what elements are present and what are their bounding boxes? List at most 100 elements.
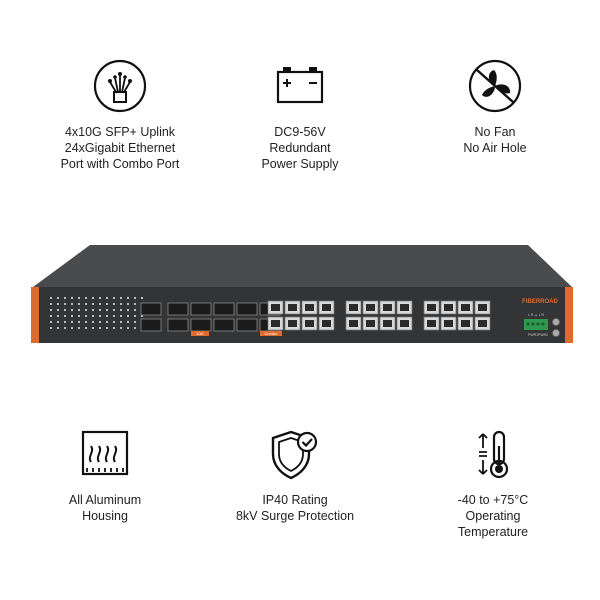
rj45-port-socket <box>288 320 297 327</box>
status-led <box>57 309 59 311</box>
rj45-port-socket <box>383 320 392 327</box>
sfp-port <box>167 302 189 316</box>
status-led <box>99 321 101 323</box>
status-led <box>99 297 101 299</box>
no-fan-icon <box>468 59 522 113</box>
feature-housing-caption: All Aluminum Housing <box>68 493 142 523</box>
switch-front-panel <box>31 287 573 343</box>
status-led <box>141 315 143 317</box>
sfp-port <box>236 318 258 332</box>
status-led <box>85 303 87 305</box>
status-led <box>113 309 115 311</box>
rj45-port-socket <box>349 304 358 311</box>
status-led <box>106 327 108 329</box>
status-led <box>92 297 94 299</box>
status-led <box>64 309 66 311</box>
sfp-port <box>190 318 212 332</box>
status-led <box>92 309 94 311</box>
industrial-switch-image: 10G Combo FIBERROAD L R ⏚ L R PWR1 PWR2 <box>31 245 573 343</box>
feature-power-caption: DC9-56V Redundant Power Supply <box>261 125 339 171</box>
status-led <box>113 321 115 323</box>
status-led <box>127 315 129 317</box>
status-led <box>141 297 143 299</box>
rj45-port-socket <box>478 304 487 311</box>
status-led <box>127 309 129 311</box>
sfp-port <box>167 318 189 332</box>
status-led <box>92 303 94 305</box>
status-led <box>50 321 52 323</box>
status-led <box>113 303 115 305</box>
status-led <box>78 303 80 305</box>
status-led <box>134 309 136 311</box>
status-led <box>134 321 136 323</box>
feature-fanless-caption: No Fan No Air Hole <box>463 125 527 155</box>
terminal-labels: L R ⏚ L R <box>528 312 545 317</box>
status-led <box>106 297 108 299</box>
status-led <box>50 309 52 311</box>
rj45-port-socket <box>288 304 297 311</box>
feature-temperature-caption: -40 to +75°C Operating Temperature <box>457 493 529 539</box>
status-led <box>106 309 108 311</box>
power-terminal-block <box>524 319 548 330</box>
status-led <box>99 315 101 317</box>
status-led <box>120 321 122 323</box>
rj45-port-socket <box>400 304 409 311</box>
feature-fanless: No Fan No Air Hole <box>400 58 590 156</box>
rj45-port-socket <box>427 304 436 311</box>
status-led <box>57 315 59 317</box>
reset-screw-icon <box>552 329 560 337</box>
status-led <box>85 309 87 311</box>
status-led <box>57 297 59 299</box>
rj45-port-socket <box>427 320 436 327</box>
sfp-port <box>140 302 162 316</box>
rj45-port-socket <box>444 304 453 311</box>
status-led <box>71 297 73 299</box>
status-led <box>50 297 52 299</box>
rj45-port-socket <box>271 320 280 327</box>
rj45-port-socket <box>383 304 392 311</box>
feature-temperature: -40 to +75°C Operating Temperature <box>398 426 588 540</box>
status-led <box>85 327 87 329</box>
status-led <box>99 303 101 305</box>
status-led <box>71 321 73 323</box>
brand-logo: FIBERROAD <box>522 299 558 305</box>
feature-uplink-caption: 4x10G SFP+ Uplink 24xGigabit Ethernet Po… <box>60 125 180 171</box>
power-label-2: PWR2 <box>538 333 548 337</box>
rj45-port-socket <box>478 320 487 327</box>
rj45-port-socket <box>461 304 470 311</box>
rj45-port-socket <box>305 304 314 311</box>
status-led <box>71 327 73 329</box>
status-led <box>78 297 80 299</box>
rj45-port-group <box>267 300 491 331</box>
label-10g: 10G <box>196 331 204 336</box>
status-led <box>134 297 136 299</box>
status-led <box>85 321 87 323</box>
power-label-1: PWR1 <box>528 333 538 337</box>
status-led <box>78 327 80 329</box>
rj45-port-socket <box>349 320 358 327</box>
status-led <box>64 303 66 305</box>
feature-housing: All Aluminum Housing <box>10 426 200 524</box>
status-led <box>127 297 129 299</box>
status-led <box>57 327 59 329</box>
label-combo-tag <box>260 331 282 336</box>
sfp-port <box>236 302 258 316</box>
status-led <box>134 327 136 329</box>
status-led <box>57 321 59 323</box>
status-led <box>71 303 73 305</box>
ground-screw-icon <box>552 318 560 326</box>
feature-power: DC9-56V Redundant Power Supply <box>205 58 395 172</box>
feature-uplink: 4x10G SFP+ Uplink 24xGigabit Ethernet Po… <box>25 58 215 172</box>
status-led <box>120 327 122 329</box>
sfp-port <box>213 302 235 316</box>
feature-protection-caption: IP40 Rating 8kV Surge Protection <box>235 493 355 523</box>
rj45-port-socket <box>444 320 453 327</box>
status-led <box>106 303 108 305</box>
status-led <box>120 303 122 305</box>
rj45-port-socket <box>271 304 280 311</box>
status-led <box>78 309 80 311</box>
status-led <box>78 321 80 323</box>
status-led <box>134 315 136 317</box>
rj45-port-socket <box>322 304 331 311</box>
status-led <box>85 315 87 317</box>
